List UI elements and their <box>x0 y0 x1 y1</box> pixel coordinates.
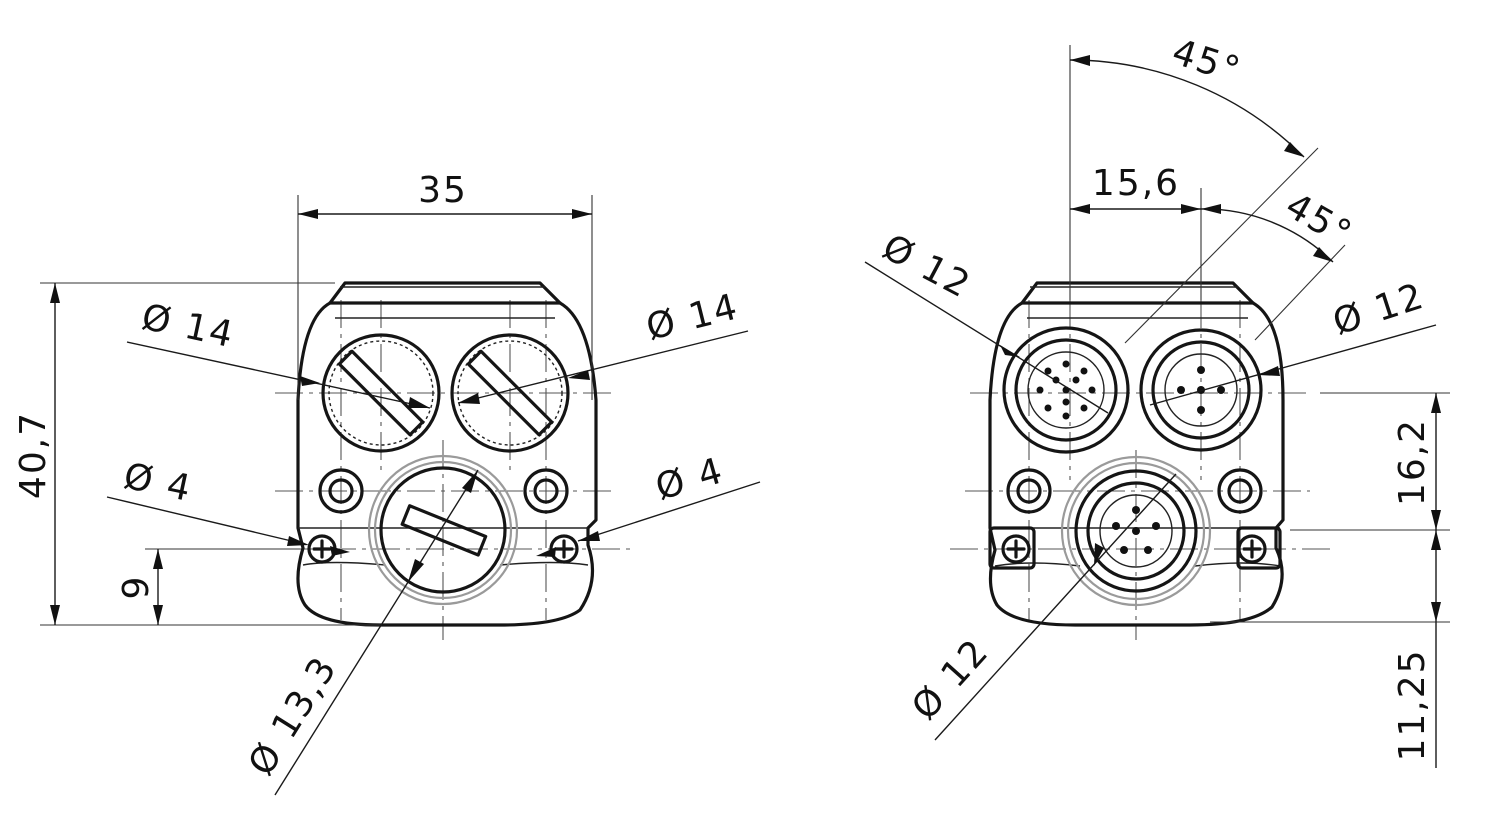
left-led-left <box>318 468 364 514</box>
dim-11-25: 11,25 <box>1392 648 1433 761</box>
right-dimensions <box>864 45 1450 768</box>
right-mount-screw-right <box>1236 526 1282 570</box>
right-housing <box>988 281 1285 627</box>
dim-dia4-right: Ø 4 <box>651 450 728 508</box>
dim-16-2: 16,2 <box>1392 418 1433 506</box>
connector-pins-5-a <box>1177 366 1225 414</box>
left-rotary-switch-a <box>321 333 441 453</box>
left-view: 35 40,7 9 Ø 14 Ø 14 Ø 4 Ø 4 Ø 13,3 <box>13 170 761 796</box>
dim-angle-45-second: 45° <box>1279 185 1360 255</box>
left-rotary-switch-b <box>450 333 570 453</box>
dim-dia12-bottom: Ø 12 <box>904 631 997 728</box>
dim-40-7: 40,7 <box>13 411 54 499</box>
left-mount-screw-right <box>549 534 579 564</box>
dim-dia4-left: Ø 4 <box>120 456 196 510</box>
right-connector-bottom <box>1060 455 1212 607</box>
left-led-right <box>523 468 569 514</box>
left-dimensions <box>40 195 761 796</box>
dim-15-6: 15,6 <box>1092 163 1180 204</box>
right-mount-screw-left <box>988 526 1036 570</box>
right-view: 45° 45° 15,6 Ø 12 Ø 12 Ø 12 16,2 11,25 <box>864 32 1450 768</box>
dim-dia12-left: Ø 12 <box>876 227 978 307</box>
connector-pins-12 <box>1036 360 1096 420</box>
right-led-left <box>1006 468 1052 514</box>
dim-dia13-3: Ø 13,3 <box>241 649 346 783</box>
left-housing <box>296 281 598 627</box>
dim-angle-45-top: 45° <box>1167 32 1246 93</box>
left-dimension-labels: 35 40,7 9 Ø 14 Ø 14 Ø 4 Ø 4 Ø 13,3 <box>13 170 743 783</box>
left-center-cap <box>367 454 519 606</box>
dim-9: 9 <box>116 575 157 600</box>
dim-35: 35 <box>418 170 468 211</box>
right-connector-right <box>1139 328 1263 452</box>
right-connector-left <box>1002 326 1130 454</box>
dim-dia12-right: Ø 12 <box>1328 276 1430 344</box>
connector-pins-5-b <box>1112 506 1160 554</box>
right-led-right <box>1217 468 1263 514</box>
dim-dia14-right: Ø 14 <box>642 286 743 348</box>
